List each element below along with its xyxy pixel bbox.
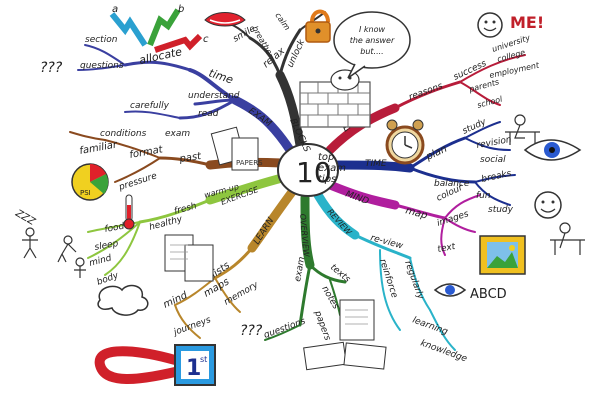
me-smiley: ME! xyxy=(477,12,544,38)
word-familiar: familiar xyxy=(79,139,119,157)
bubble-line-1: I know xyxy=(359,25,386,34)
center-tips: tips xyxy=(318,174,336,185)
word-images: images xyxy=(436,209,471,229)
label-overview: OVERVIEW xyxy=(298,213,311,258)
reading-eye-icon: ABCD xyxy=(433,283,507,302)
zzz-label: ZZZ xyxy=(13,208,38,229)
word-school: school xyxy=(476,94,504,110)
bubble-line-3: but.... xyxy=(360,47,383,56)
word-questions-2: questions xyxy=(263,316,308,340)
padlock-icon xyxy=(305,9,331,43)
word-regularly: regularly xyxy=(402,260,425,302)
word-section: section xyxy=(85,35,118,45)
abc-arrows: a b c xyxy=(109,4,209,53)
word-reasons: reasons xyxy=(408,81,445,103)
word-calm: calm xyxy=(273,11,292,32)
word-papers: papers xyxy=(312,309,332,343)
label-time: TIME xyxy=(365,159,387,169)
label-mind: MIND xyxy=(344,189,370,207)
label-learn: LEARN xyxy=(252,216,276,247)
word-journeys: journeys xyxy=(171,315,213,338)
letter-a: a xyxy=(112,4,118,15)
first-suffix: st xyxy=(200,355,207,364)
center-top: top xyxy=(318,152,334,163)
letter-b: b xyxy=(178,4,184,15)
speech-bubble: I know the answer but.... xyxy=(333,11,411,79)
word-past: past xyxy=(178,151,203,165)
eye-icon xyxy=(523,139,582,161)
word-food: food xyxy=(104,222,126,235)
desk-figure-icon xyxy=(550,222,585,255)
word-body: body xyxy=(96,271,121,288)
word-fun: fun xyxy=(476,191,491,201)
word-learning: learning xyxy=(411,315,449,337)
bubble-line-2: the answer xyxy=(350,36,395,45)
word-unlock: unlock xyxy=(286,38,308,70)
word-map: map xyxy=(404,205,428,221)
word-notes: notes xyxy=(319,285,340,312)
alarm-clock-icon xyxy=(385,119,425,165)
branch-mind xyxy=(325,180,481,256)
center-number: 10 xyxy=(296,156,332,189)
notes-stack-icon xyxy=(164,234,214,282)
word-knowledge: knowledge xyxy=(419,338,469,364)
word-exam-3: exam xyxy=(165,129,190,139)
me-label: ME! xyxy=(510,13,544,32)
word-study-2: study xyxy=(488,205,514,215)
center-exam: exam xyxy=(318,163,346,174)
word-carefully: carefully xyxy=(130,101,170,111)
question-marks-left: ??? xyxy=(40,60,63,76)
word-conditions: conditions xyxy=(100,129,147,139)
exam-papers-icon xyxy=(303,299,387,371)
word-parents: parents xyxy=(467,77,500,94)
word-balance: balance xyxy=(434,179,470,189)
word-breaks: breaks xyxy=(481,169,513,185)
vision-letters: ABCD xyxy=(470,287,507,302)
word-understand: understand xyxy=(188,91,240,101)
brick-wall-icon xyxy=(299,69,371,128)
thermometer-icon xyxy=(123,194,135,230)
pressure-gauge-icon: PSI xyxy=(71,163,109,201)
word-pressure: pressure xyxy=(117,171,159,193)
psi-label: PSI xyxy=(80,189,91,197)
exercise-figures-icon xyxy=(22,227,86,278)
word-social: social xyxy=(480,155,506,165)
center-node: 10 top exam tips xyxy=(277,143,346,197)
branch-review xyxy=(313,190,456,351)
question-marks-bottom: ??? xyxy=(240,323,263,339)
word-questions: questions xyxy=(80,61,124,71)
word-exam-2: exam xyxy=(293,256,307,283)
branch-exercise xyxy=(87,173,287,276)
picture-frame-icon xyxy=(479,235,526,275)
word-reinforce: reinforce xyxy=(377,258,399,300)
word-success: success xyxy=(452,59,488,83)
smile-lips-icon xyxy=(204,12,246,27)
label-review: REVIEW xyxy=(326,207,354,237)
word-read: read xyxy=(198,109,219,119)
first-digit: 1 xyxy=(186,356,201,381)
letter-c: c xyxy=(203,34,209,45)
word-text: text xyxy=(437,242,457,255)
first-place-badge: 1 st xyxy=(94,344,216,386)
cloud-brain-icon xyxy=(97,284,149,316)
study-figure-icon xyxy=(505,114,540,145)
branch-time xyxy=(330,121,516,206)
branch-overview xyxy=(264,193,347,341)
word-plan: plan xyxy=(424,144,449,164)
branch-exam xyxy=(77,44,295,155)
word-sleep: sleep xyxy=(94,239,120,253)
papers-label: PAPERS xyxy=(236,159,263,167)
papers-icon: PAPERS xyxy=(210,126,263,171)
fun-face-icon xyxy=(534,191,562,219)
